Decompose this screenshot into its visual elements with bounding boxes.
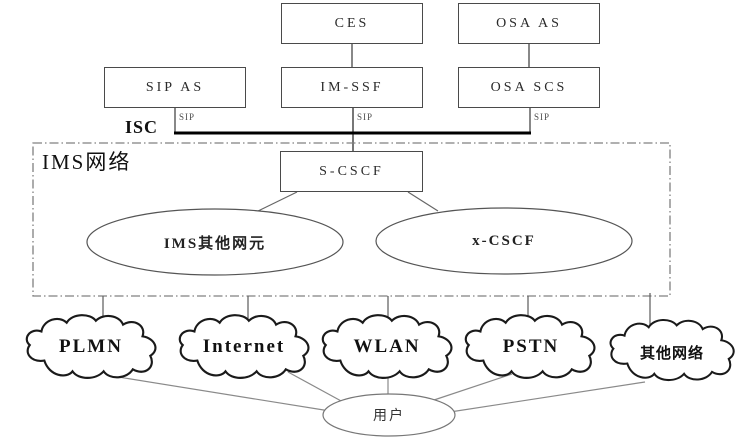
s-cscf-box: S-CSCF — [280, 151, 423, 192]
sip-as-box-label: SIP AS — [145, 79, 205, 95]
ims-other-ellipse-label: IMS其他网元 — [163, 235, 267, 252]
link-scscf-xcscf — [407, 191, 439, 212]
osa-scs-box-label: OSA SCS — [490, 79, 568, 95]
link-scscf-imsother — [255, 191, 298, 213]
user-ellipse-shape — [322, 393, 456, 437]
user-ellipse-label: 用户 — [373, 409, 405, 424]
ims-region-title: IMS网络 — [42, 150, 132, 174]
osa-as-box-label: OSA AS — [496, 15, 562, 31]
plmn-cloud-label: PLMN — [59, 336, 123, 357]
osa-scs-box: OSA SCS — [458, 67, 600, 108]
link-internet-user — [287, 371, 344, 403]
sip-label-3: SIP — [534, 112, 551, 122]
link-plmn-user — [111, 375, 331, 412]
pstn-cloud-label: PSTN — [502, 336, 560, 357]
link-other-user — [449, 381, 646, 413]
osa-as-box: OSA AS — [458, 3, 600, 44]
x-cscf-ellipse-shape — [375, 207, 633, 275]
sip-label-2: SIP — [357, 112, 374, 122]
link-pstn-user — [433, 373, 513, 401]
other-network-cloud-label: 其他网络 — [639, 345, 704, 362]
sip-as-box: SIP AS — [104, 67, 246, 108]
internet-cloud-label: Internet — [202, 336, 286, 357]
ces-box-label: CES — [334, 15, 370, 31]
im-ssf-box: IM-SSF — [281, 67, 423, 108]
s-cscf-box-label: S-CSCF — [319, 163, 384, 179]
wlan-cloud-label: WLAN — [353, 336, 421, 357]
ims-region-border — [32, 142, 671, 297]
ces-box: CES — [281, 3, 423, 44]
sip-label-1: SIP — [179, 112, 196, 122]
x-cscf-ellipse-label: x-CSCF — [472, 232, 536, 249]
im-ssf-box-label: IM-SSF — [320, 79, 384, 95]
isc-label: ISC — [125, 117, 159, 137]
ims-other-ellipse-shape — [86, 208, 344, 276]
